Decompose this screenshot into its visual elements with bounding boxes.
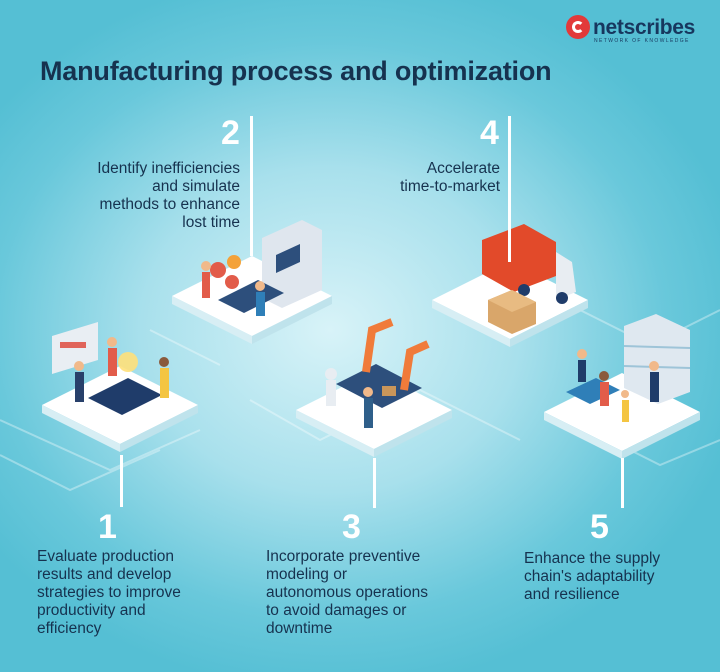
robot-icon	[326, 380, 336, 406]
step-5-line: chain's adaptability	[524, 568, 655, 585]
connector-line-2	[250, 116, 253, 256]
step-4-description: Accelerate time-to-market	[300, 160, 500, 196]
step-5-line: and resilience	[524, 586, 620, 603]
connector-line-5	[621, 458, 624, 508]
step-4-line: Accelerate	[426, 160, 500, 177]
step-4-number: 4	[480, 114, 499, 152]
step-3-description: Incorporate preventive modeling or auton…	[266, 548, 428, 638]
connector-line-4	[508, 116, 511, 262]
platform-1	[42, 322, 198, 452]
step-5-number: 5	[590, 508, 609, 546]
step-3-number: 3	[342, 508, 361, 546]
step-2-line: and simulate	[152, 178, 240, 195]
platform-5	[544, 314, 700, 459]
step-1-line: Evaluate production	[37, 548, 175, 565]
step-1-number: 1	[98, 508, 117, 546]
step-1-line: productivity and	[37, 602, 146, 619]
conveyor-icon	[336, 364, 422, 408]
connector-line-1	[120, 455, 123, 507]
brand-logo[interactable]: netscribes	[566, 15, 695, 39]
gear-icon	[210, 262, 226, 278]
step-2-line: methods to enhance	[99, 196, 240, 213]
step-1-line: results and develop	[37, 566, 172, 583]
step-3-line: downtime	[266, 620, 333, 637]
step-2-line: lost time	[182, 214, 240, 231]
platform-2	[172, 220, 332, 344]
lightbulb-icon	[118, 352, 138, 372]
platform-3	[296, 318, 452, 457]
brand-tagline: NETWORK OF KNOWLEDGE	[594, 38, 690, 44]
robot-arm-icon	[362, 318, 394, 373]
step-1-description: Evaluate production results and develop …	[37, 548, 181, 638]
page-title: Manufacturing process and optimization	[40, 56, 552, 86]
shelf-icon	[624, 314, 690, 404]
truck-icon	[482, 224, 556, 292]
step-4-line: time-to-market	[400, 178, 500, 195]
brand-name: netscribes	[593, 15, 696, 39]
step-2-number: 2	[221, 114, 240, 152]
step-3-line: modeling or	[266, 566, 347, 583]
step-1-line: strategies to improve	[37, 584, 181, 601]
step-5-description: Enhance the supply chain's adaptability …	[524, 550, 660, 604]
step-3-line: autonomous operations	[266, 584, 429, 601]
step-1-line: efficiency	[37, 620, 102, 637]
step-3-line: Incorporate preventive	[266, 548, 421, 565]
person-icon	[75, 372, 84, 402]
step-2-description: Identify inefficiencies and simulate met…	[40, 160, 240, 232]
step-5-line: Enhance the supply	[524, 550, 661, 567]
step-2-line: Identify inefficiencies	[97, 160, 240, 177]
step-3-line: to avoid damages or	[266, 602, 407, 619]
tablet-icon	[88, 378, 162, 415]
netscribes-logo-icon	[566, 15, 590, 39]
platform-4	[432, 224, 588, 347]
connector-line-3	[373, 458, 376, 508]
